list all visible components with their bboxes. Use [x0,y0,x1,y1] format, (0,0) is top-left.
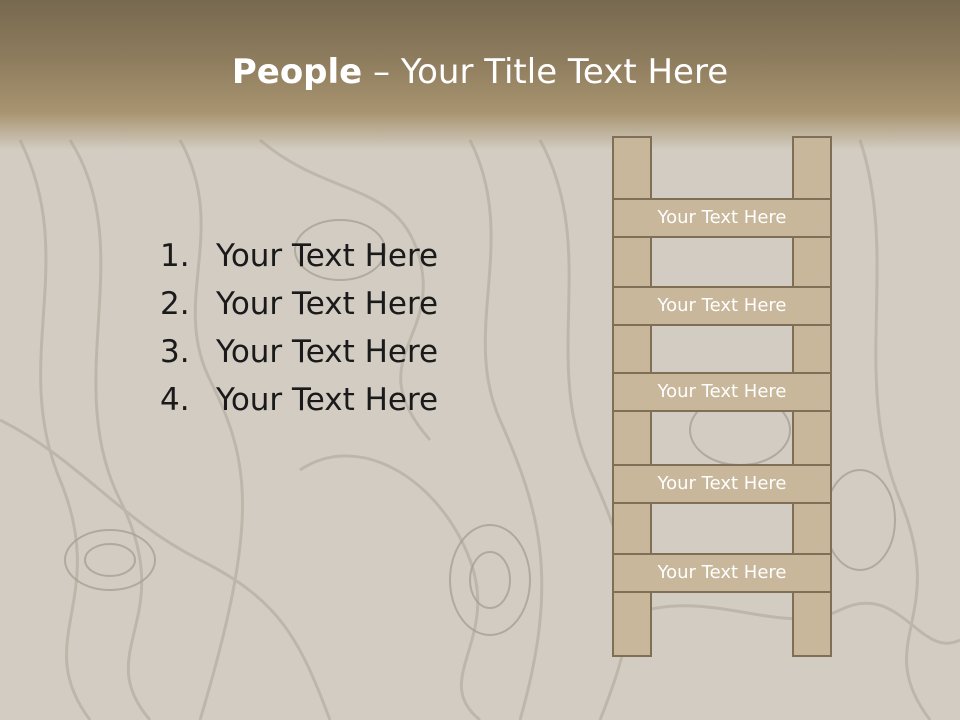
list-item: 4. Your Text Here [160,378,438,426]
list-text: Your Text Here [216,382,439,418]
list-item: 2. Your Text Here [160,282,438,330]
list-text: Your Text Here [216,334,439,370]
title-bold: People [231,52,363,92]
list-text: Your Text Here [216,238,439,274]
slide-title: People – Your Title Text Here [0,52,960,92]
ladder-rung: Your Text Here [612,198,832,238]
ladder-rung: Your Text Here [612,553,832,593]
list-number: 1. [160,238,190,274]
list-number: 3. [160,334,190,370]
list-item: 3. Your Text Here [160,330,438,378]
numbered-list: 1. Your Text Here 2. Your Text Here 3. Your… [160,234,438,426]
title-band [0,0,960,150]
ladder-rung: Your Text Here [612,464,832,504]
list-text: Your Text Here [216,286,439,322]
title-rest: Your Title Text Here [400,52,729,92]
list-item: 1. Your Text Here [160,234,438,282]
ladder-rung: Your Text Here [612,372,832,412]
title-separator: – [362,52,401,92]
list-number: 2. [160,286,190,322]
ladder-rung: Your Text Here [612,286,832,326]
list-number: 4. [160,382,190,418]
